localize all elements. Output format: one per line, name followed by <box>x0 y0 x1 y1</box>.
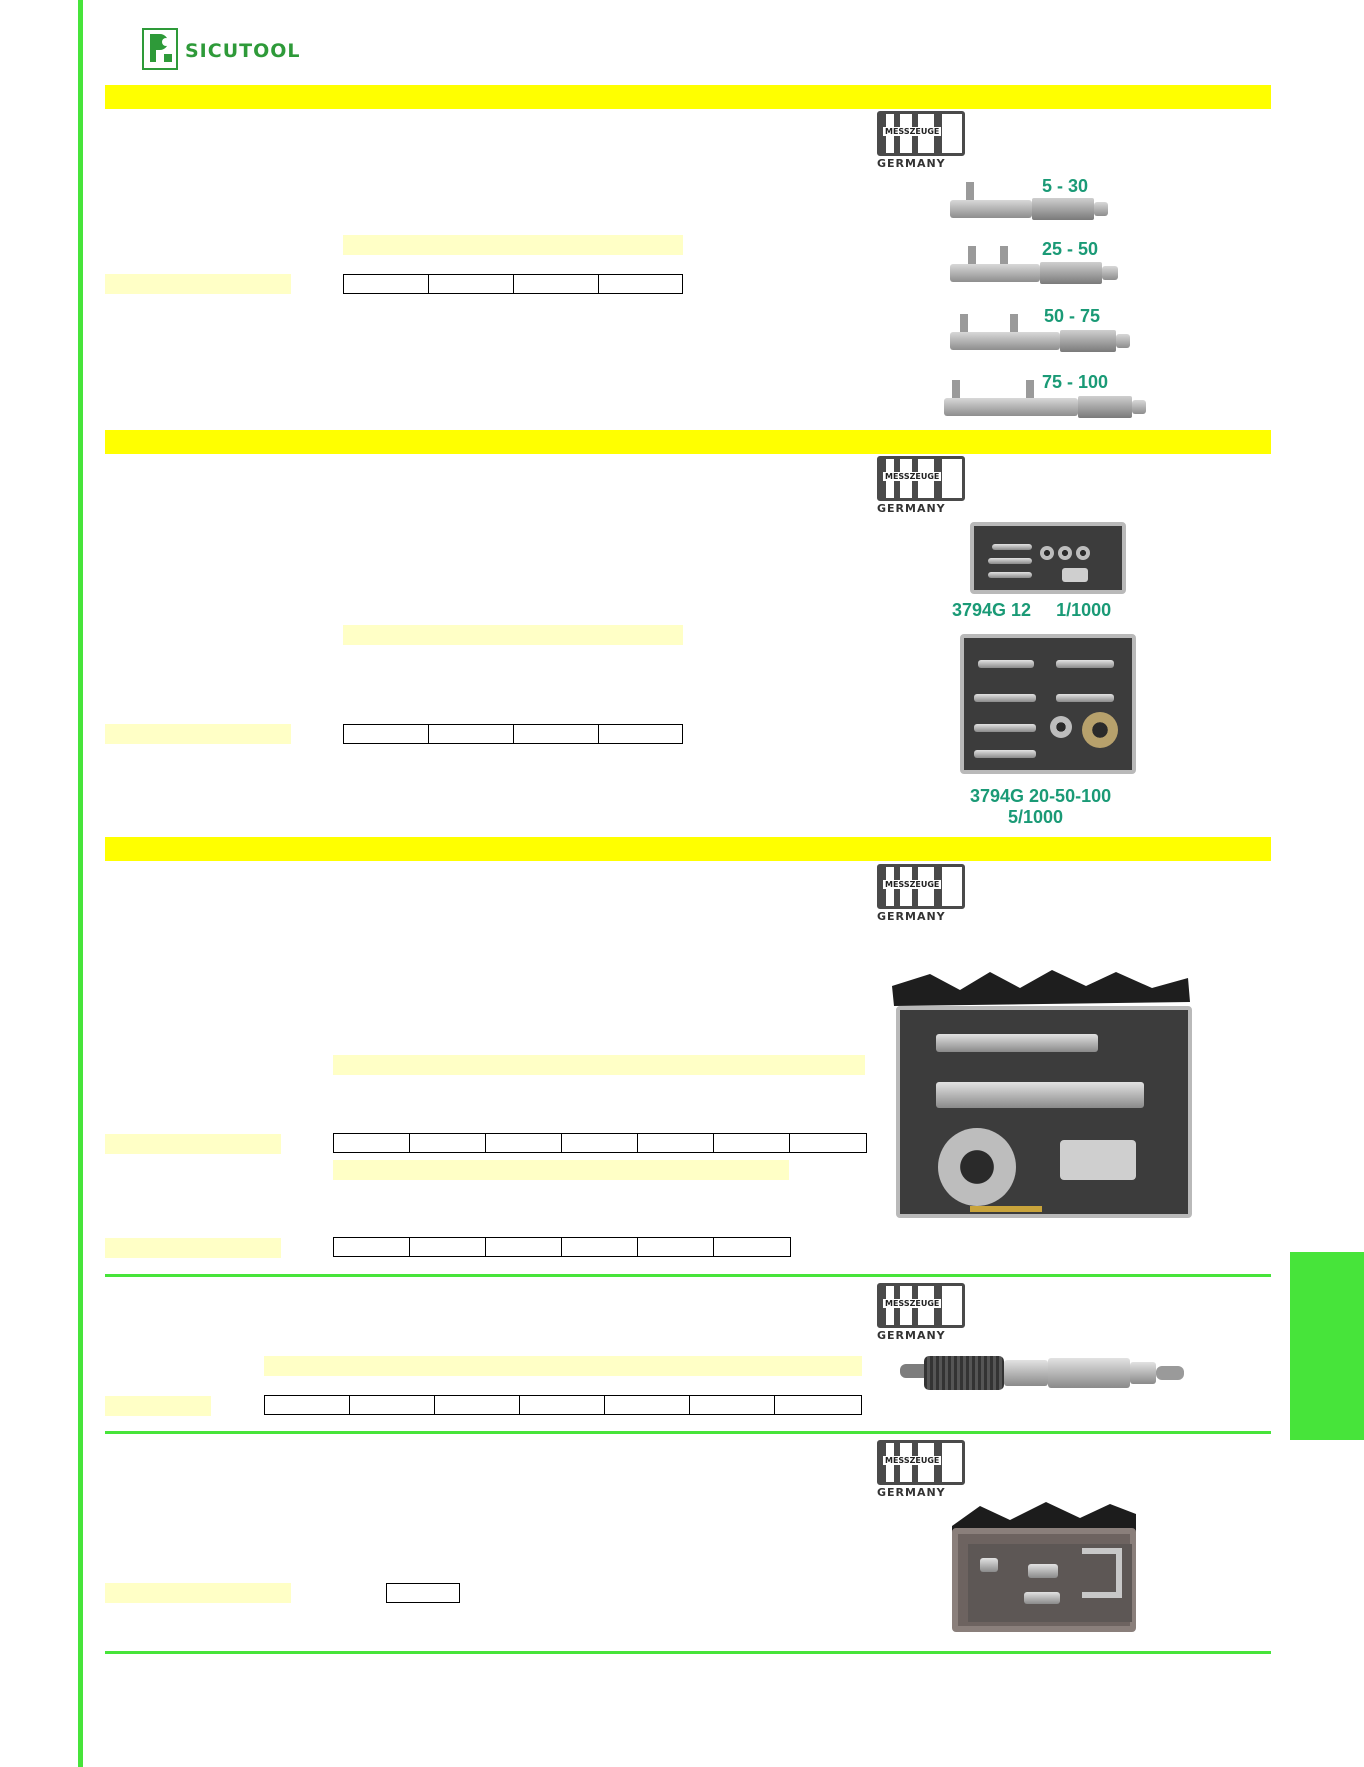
spec-cells <box>343 274 683 294</box>
row-label-band <box>105 1134 281 1154</box>
spec-cells <box>386 1583 460 1603</box>
range-label: 75 - 100 <box>1042 372 1109 392</box>
row-label-band <box>105 724 291 744</box>
range-label: 5 - 30 <box>1042 176 1089 196</box>
mib-logo: MESSZEUGE GERMANY <box>877 864 965 923</box>
table-header-band <box>333 1055 865 1075</box>
case-lid-icon <box>892 970 1190 1006</box>
logo-mark-icon <box>142 28 178 70</box>
bore-gauge-case <box>890 966 1198 1224</box>
accessory-set-case <box>950 1500 1138 1634</box>
range-label: 25 - 50 <box>1042 239 1099 259</box>
left-margin-rule <box>78 0 83 1767</box>
table-header-band <box>343 235 683 255</box>
micrometer-image <box>950 306 1132 352</box>
row-label-band <box>105 1238 281 1258</box>
gauge-set-case <box>960 634 1136 774</box>
micrometer-image <box>944 372 1148 418</box>
spec-cells <box>343 724 683 744</box>
row-label-band <box>105 274 291 294</box>
mib-logo: MESSZEUGE GERMANY <box>877 456 965 515</box>
set-label: 5/1000 <box>1008 807 1064 827</box>
section-tab[interactable] <box>1290 1252 1364 1440</box>
section-header-bar <box>105 837 1271 861</box>
section-divider <box>105 1431 1271 1434</box>
section-header-bar <box>105 430 1271 454</box>
spec-cells <box>264 1395 862 1415</box>
row-label-band <box>105 1583 291 1603</box>
spec-cells <box>333 1237 791 1257</box>
section-divider <box>105 1274 1271 1277</box>
sicutool-logo <box>142 28 330 72</box>
set-label: 3794G 20-50-100 <box>970 786 1112 806</box>
micrometer-image <box>950 176 1110 224</box>
spec-cells <box>333 1133 867 1153</box>
table-header-band <box>343 625 683 645</box>
mib-logo: MESSZEUGE GERMANY <box>877 111 965 170</box>
row-label-band <box>105 1396 211 1416</box>
micrometer-head-image <box>900 1354 1186 1400</box>
mib-logo: MESSZEUGE GERMANY <box>877 1440 965 1499</box>
table-header-band <box>333 1160 789 1180</box>
section-header-bar <box>105 85 1271 109</box>
section-divider <box>105 1651 1271 1654</box>
table-header-band <box>264 1356 862 1376</box>
brand-name: SICUTOOL <box>185 40 301 62</box>
case-lid-icon <box>952 1502 1136 1534</box>
mib-logo: MESSZEUGE GERMANY <box>877 1283 965 1342</box>
set-label: 3794G 12 1/1000 <box>952 600 1112 620</box>
micrometer-image <box>950 240 1120 286</box>
range-label: 50 - 75 <box>1044 306 1101 326</box>
gauge-set-case <box>970 522 1126 594</box>
